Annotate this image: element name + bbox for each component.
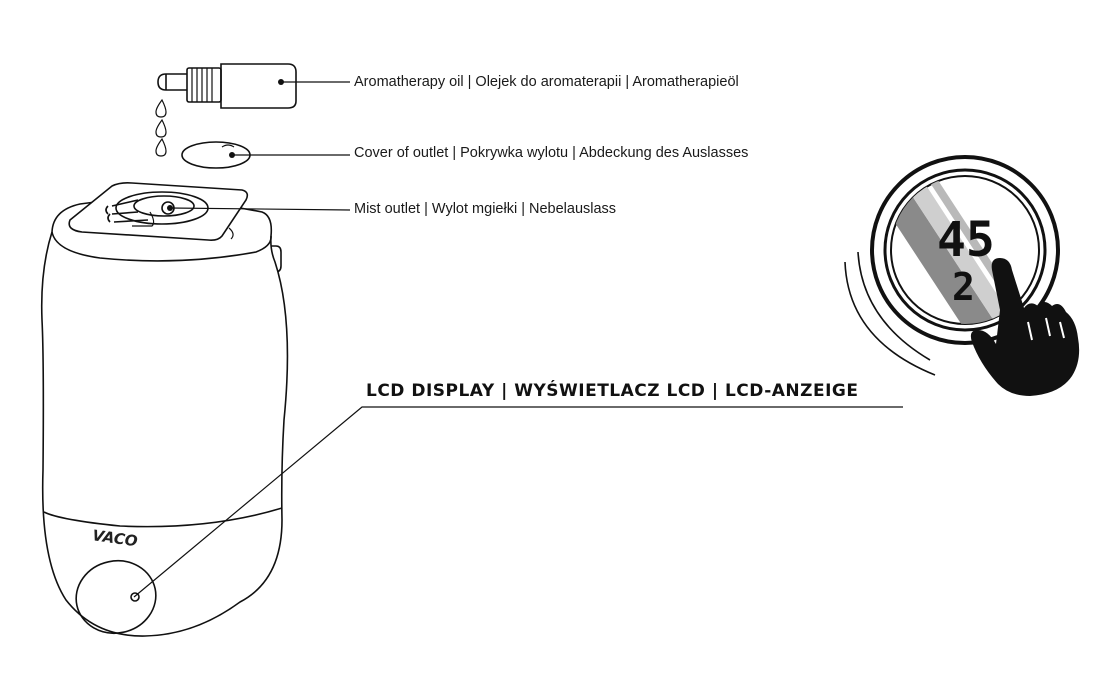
label-mist-outlet: Mist outlet | Wylot mgiełki | Nebelausla… [354, 201, 617, 217]
label-cover-of-outlet: Cover of outlet | Pokrywka wylotu | Abde… [354, 145, 749, 161]
display-zoom [844, 155, 1060, 376]
oil-leader-dot [278, 79, 284, 85]
cover-leader-dot [229, 152, 235, 158]
pointing-hand-icon [970, 258, 1080, 396]
humidifier-body [40, 182, 289, 637]
display-top-value: 45 [937, 212, 995, 268]
lcd-leader-line [133, 406, 903, 598]
label-aromatherapy-oil: Aromatherapy oil | Olejek do aromaterapi… [354, 74, 739, 90]
oil-dropper-bottle-icon [157, 63, 297, 109]
display-bottom-value: 2 [952, 265, 975, 309]
label-lcd-display: LCD DISPLAY | WYŚWIETLACZ LCD | LCD-ANZE… [366, 381, 859, 401]
mist-leader-dot [167, 205, 173, 211]
oil-drop-icon [155, 98, 167, 157]
mist-leader-line [169, 207, 351, 211]
